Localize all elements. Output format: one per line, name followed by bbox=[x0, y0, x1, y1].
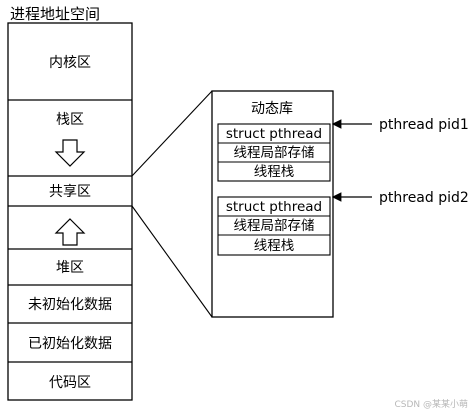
dynamic-library-box: 动态库 struct pthread 线程局部存储 线程栈 struct pth… bbox=[211, 90, 334, 318]
address-space-frame bbox=[7, 22, 133, 401]
watermark: CSDN @某某小萌 bbox=[394, 398, 468, 410]
thread-block-2: struct pthread 线程局部存储 线程栈 bbox=[217, 196, 331, 256]
region-heap: 堆区 bbox=[56, 260, 84, 276]
thread-block-2-frame bbox=[217, 196, 331, 256]
dynamic-library-title: 动态库 bbox=[251, 101, 293, 117]
thread-1-stack: 线程栈 bbox=[254, 164, 295, 180]
region-data: 已初始化数据 bbox=[28, 335, 112, 352]
region-shared: 共享区 bbox=[49, 183, 91, 200]
region-bss: 未初始化数据 bbox=[28, 296, 112, 313]
zoom-line-bottom bbox=[131, 205, 213, 318]
thread-1-struct: struct pthread bbox=[226, 126, 322, 142]
region-stack: 栈区 bbox=[56, 112, 84, 128]
diagram-title: 进程地址空间 bbox=[10, 5, 100, 23]
stack-growth-down-arrow-icon bbox=[54, 139, 86, 167]
thread-block-1: struct pthread 线程局部存储 线程栈 bbox=[217, 123, 331, 182]
region-code: 代码区 bbox=[49, 375, 91, 391]
region-kernel: 内核区 bbox=[49, 55, 91, 71]
thread-2-tls: 线程局部存储 bbox=[234, 218, 315, 234]
address-space-column: 内核区 栈区 共享区 堆区 未初始化数据 已初始化数据 代码区 bbox=[7, 22, 133, 401]
thread-2-stack: 线程栈 bbox=[254, 238, 295, 254]
thread-block-1-frame bbox=[217, 123, 331, 182]
thread-1-tls: 线程局部存储 bbox=[234, 145, 315, 161]
heap-growth-up-arrow-icon bbox=[54, 218, 86, 246]
zoom-line-top bbox=[131, 90, 213, 177]
pointer-label-1: pthread pid1 bbox=[379, 117, 469, 133]
pointer-label-2: pthread pid2 bbox=[379, 190, 469, 206]
thread-2-struct: struct pthread bbox=[226, 199, 322, 215]
